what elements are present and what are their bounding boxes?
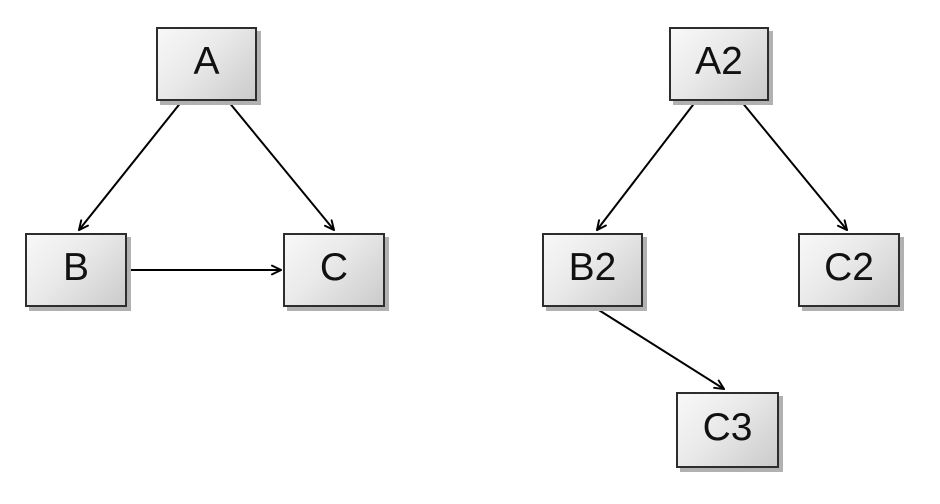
node-A-label: A	[193, 40, 220, 83]
node-C3-label: C3	[702, 406, 753, 449]
edge-B2-C3	[593, 306, 726, 391]
node-B-label: B	[62, 246, 89, 289]
node-C-label: C	[319, 246, 349, 289]
edge-A2-C2	[740, 100, 849, 232]
node-A2[interactable]: A2	[669, 27, 769, 101]
node-C2[interactable]: C2	[798, 233, 900, 307]
node-C[interactable]: C	[283, 233, 385, 307]
node-A[interactable]: A	[156, 27, 257, 101]
node-C2-label: C2	[824, 246, 874, 289]
node-B2-label: B2	[568, 246, 617, 289]
node-A2-label: A2	[695, 40, 743, 83]
edge-A2-B2	[595, 100, 697, 232]
node-B[interactable]: B	[25, 233, 127, 307]
node-C3[interactable]: C3	[676, 392, 779, 468]
node-B2[interactable]: B2	[542, 233, 643, 307]
edge-A-C	[227, 100, 336, 232]
edge-A-B	[77, 100, 183, 232]
